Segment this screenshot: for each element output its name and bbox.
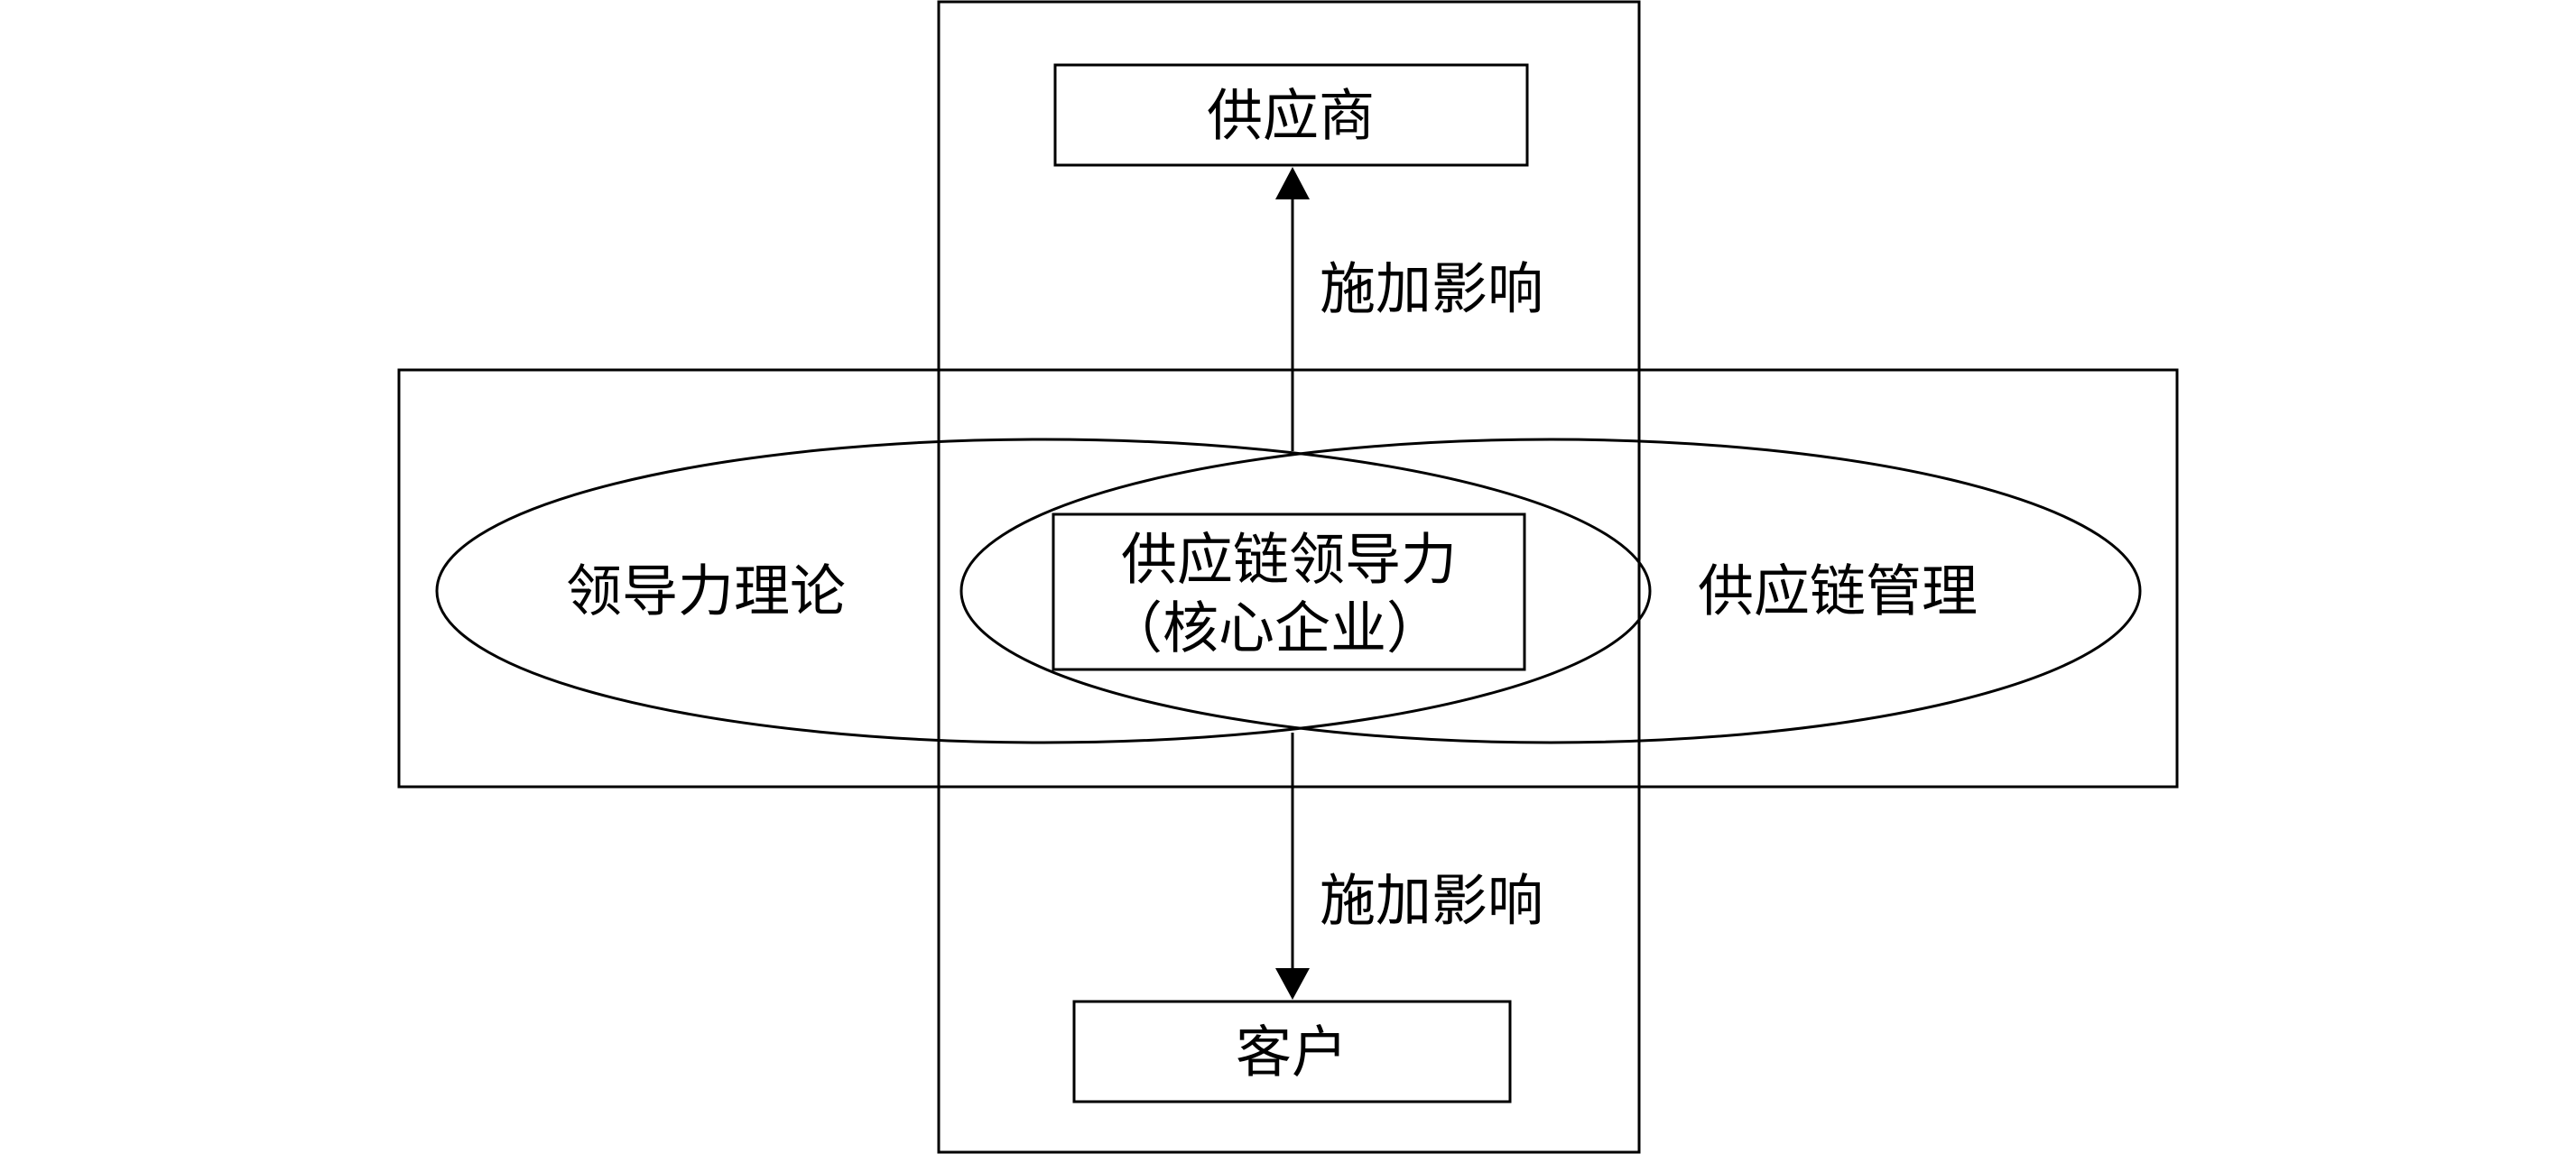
horizontal-frame (397, 368, 2179, 789)
scm-label: 供应链管理 (1698, 559, 1978, 624)
influence-down-label: 施加影响 (1320, 868, 1543, 934)
supplier-label: 供应商 (1207, 83, 1375, 149)
arrow-up-icon (1275, 167, 1310, 199)
leadership-theory-ellipse (435, 438, 1652, 744)
customer-box (1072, 1000, 1512, 1103)
vertical-frame (937, 0, 1641, 1154)
arrow-down-icon (1275, 968, 1310, 1000)
center-label-line2: （核心企业） (1107, 595, 1442, 661)
influence-up-label: 施加影响 (1320, 256, 1543, 322)
leadership-theory-label: 领导力理论 (566, 559, 846, 624)
scm-ellipse (959, 438, 2142, 744)
customer-label: 客户 (1236, 1020, 1348, 1085)
center-label-line1: 供应链领导力 (1121, 527, 1457, 593)
supplier-box (1053, 63, 1529, 167)
center-box (1052, 512, 1526, 671)
